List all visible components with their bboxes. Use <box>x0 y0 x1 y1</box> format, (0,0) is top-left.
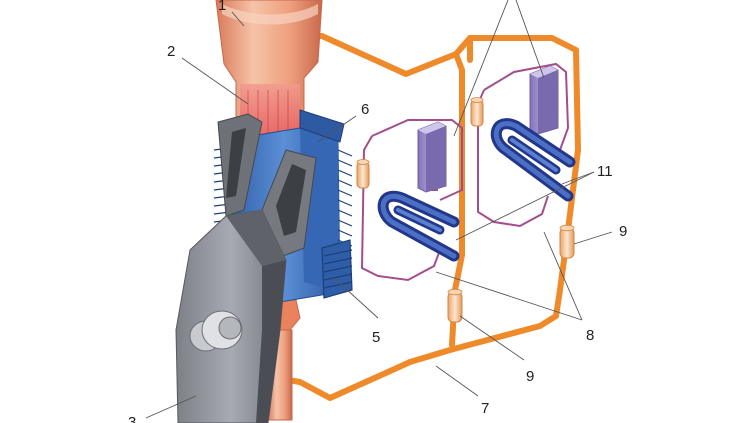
lower-pipe-run <box>285 313 559 401</box>
leader-1 <box>231 11 245 27</box>
leader-6 <box>317 115 357 143</box>
leader-5 <box>333 277 379 319</box>
label-7: 7 <box>481 400 489 417</box>
right-loop-riser <box>553 147 581 319</box>
right-u-tube <box>490 118 576 202</box>
leader-9-bottom <box>459 315 525 361</box>
leader-8-left <box>435 271 583 321</box>
clamp-arms <box>217 113 317 259</box>
right-module <box>529 65 559 135</box>
upper-pipe-run <box>313 33 581 153</box>
label-9-bottom: 9 <box>526 368 534 385</box>
radiator-fins-right <box>321 149 353 299</box>
label-11: 11 <box>597 163 613 180</box>
left-module <box>417 121 447 193</box>
gray-bracket <box>175 209 287 423</box>
leader-11-right <box>561 171 595 185</box>
label-1: 1 <box>218 0 226 14</box>
bracket-pivot-bolt <box>189 310 243 352</box>
right-pipe-valve <box>559 224 575 259</box>
left-loop-sensor <box>356 159 370 189</box>
label-3: 3 <box>128 414 136 423</box>
left-u-tube <box>377 190 460 262</box>
part-labels: 1 2 6 11 9 5 8 9 7 3 <box>128 0 627 423</box>
label-2: 2 <box>167 43 175 60</box>
leader-10-left <box>453 0 509 137</box>
leader-2 <box>181 57 249 105</box>
label-6: 6 <box>361 101 369 118</box>
label-8: 8 <box>586 327 594 344</box>
leader-lines <box>145 0 613 419</box>
bottom-pipe-valve <box>447 288 463 323</box>
leader-8-right <box>543 231 583 321</box>
leader-10-right <box>515 0 545 79</box>
leader-3 <box>145 395 197 419</box>
leader-9-right <box>573 231 613 245</box>
label-9-right: 9 <box>619 223 627 240</box>
leader-7 <box>435 365 479 397</box>
right-loop-sensor <box>470 97 484 127</box>
label-5: 5 <box>372 329 380 346</box>
leader-11-left <box>455 171 595 241</box>
